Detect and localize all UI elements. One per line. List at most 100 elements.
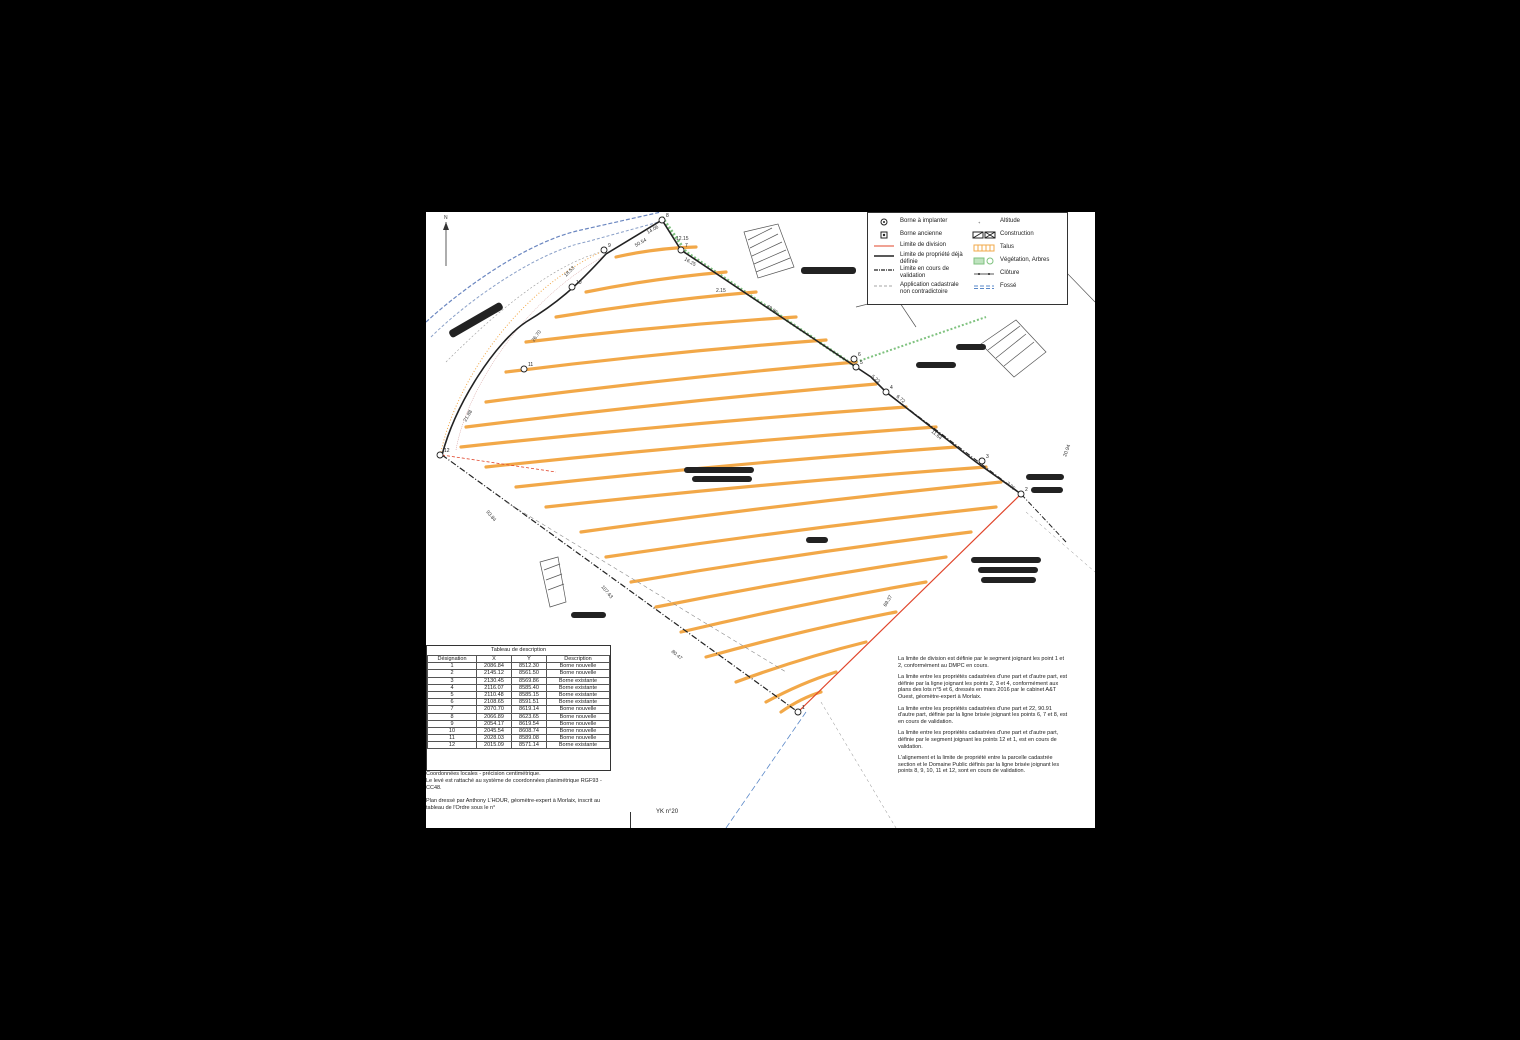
survey-point-marker xyxy=(568,283,576,291)
legend-label: Limite en cours de validation xyxy=(900,266,950,279)
limite-division-icon xyxy=(872,242,896,253)
table-cell: Borne nouvelle xyxy=(545,726,611,736)
table-cell: Borne nouvelle xyxy=(545,705,611,714)
hatch-line xyxy=(504,338,828,374)
survey-point-marker xyxy=(677,246,685,254)
survey-point-marker xyxy=(852,363,860,371)
legend-label: Altitude xyxy=(1000,218,1021,224)
dimension-label: 6.72 xyxy=(895,394,906,405)
application-cadastrale-icon xyxy=(872,282,896,293)
dimension-label: 93.84 xyxy=(484,509,497,523)
table-cell: Borne nouvelle xyxy=(545,712,611,721)
borne-a-implanter-icon xyxy=(872,218,896,229)
table-cell: 2028.03 xyxy=(475,734,512,743)
table-cell: 2015.09 xyxy=(475,741,512,750)
table-header-cell: Désignation xyxy=(427,654,477,664)
talus-icon xyxy=(972,244,996,255)
legend-label: Talus xyxy=(1000,244,1015,250)
table-cell: 8 xyxy=(427,712,477,721)
dimension-label: 2.15 xyxy=(716,288,726,294)
dimension-label: 69.37 xyxy=(883,594,895,608)
frame-divider xyxy=(630,812,631,828)
altitude-icon: + xyxy=(972,218,996,229)
survey-point-marker xyxy=(794,708,802,716)
north-arrow-icon xyxy=(443,222,449,266)
hatch-line xyxy=(464,382,878,429)
table-header-cell: Description xyxy=(545,654,611,664)
survey-point-marker xyxy=(520,365,528,373)
table-cell: Borne existante xyxy=(545,690,611,700)
dimension-label: 20.94 xyxy=(1062,444,1072,458)
table-cell: 1 xyxy=(427,662,477,671)
table-cell: 2110.48 xyxy=(475,690,512,700)
fosse-icon xyxy=(972,283,996,294)
dimension-label: 107.63 xyxy=(599,584,614,600)
survey-point-label: 6 xyxy=(858,352,861,358)
parcel-hatching xyxy=(459,245,1003,714)
survey-point-marker xyxy=(436,451,444,459)
table-cell: 8623.65 xyxy=(510,712,547,721)
dimension-label: 11.64 xyxy=(930,429,943,442)
table-cell: 2054.17 xyxy=(475,719,512,728)
survey-point-marker xyxy=(850,355,858,363)
legend-label: Limite de division xyxy=(900,242,947,248)
note-limit-2-3-4: La limite entre les propriétés cadastrée… xyxy=(898,674,1068,700)
table-cell: Borne nouvelle xyxy=(545,719,611,728)
table-cell: 9 xyxy=(427,719,477,728)
hatch-line xyxy=(459,405,908,449)
dimension-label: 18.53 xyxy=(563,265,576,278)
table-cell: 8569.86 xyxy=(510,676,547,685)
limite-en-cours-icon xyxy=(872,266,896,277)
parcel-label: YK n°20 xyxy=(656,809,679,815)
table-cell: 2086.84 xyxy=(475,662,512,671)
table-cell: 8585.40 xyxy=(510,683,547,692)
hatch-line xyxy=(654,555,948,609)
table-cell: 7 xyxy=(427,705,477,714)
vegetation-icon xyxy=(972,257,996,268)
survey-point-label: 7 xyxy=(685,243,688,249)
table-cell: 8571.14 xyxy=(510,741,547,750)
survey-point-label: 11 xyxy=(528,362,533,368)
division-line xyxy=(797,493,1022,713)
table-cell: 2045.54 xyxy=(475,726,512,736)
note-limit-12-1: La limite entre les propriétés cadastrée… xyxy=(898,730,1059,750)
table-cell: 8589.08 xyxy=(510,734,547,743)
hatch-line xyxy=(734,640,868,684)
borne-ancienne-icon xyxy=(872,231,896,242)
survey-point-label: 5 xyxy=(860,360,863,366)
table-cell: 3 xyxy=(427,676,477,685)
road-band xyxy=(426,212,667,453)
survey-point-marker xyxy=(978,457,986,465)
construction-icon xyxy=(972,231,996,242)
redaction-marks xyxy=(449,267,1064,618)
dimension-label: 21.88 xyxy=(463,409,475,423)
dimension-label: 16.25 xyxy=(683,257,697,269)
dimension-label: 14.06 xyxy=(646,224,660,236)
note-coordinates: Coordonnées locales - précision centimét… xyxy=(426,771,541,777)
table-cell: 5 xyxy=(427,690,477,700)
table-header-cell: Y xyxy=(510,654,547,664)
survey-point-marker xyxy=(1017,490,1025,498)
survey-point-label: 2 xyxy=(1025,487,1028,493)
note-limit-6-7-8: La limite entre les propriétés cadastrée… xyxy=(898,705,1068,725)
hatch-line xyxy=(484,425,938,469)
dimension-label: 12.15 xyxy=(676,236,689,242)
table-cell: 12 xyxy=(427,741,477,750)
survey-point-marker xyxy=(658,216,666,224)
dimension-label: 7.95 xyxy=(1005,481,1016,492)
hatch-line xyxy=(584,270,728,294)
hatch-line xyxy=(604,505,998,559)
table-cell: Borne nouvelle xyxy=(545,734,611,743)
